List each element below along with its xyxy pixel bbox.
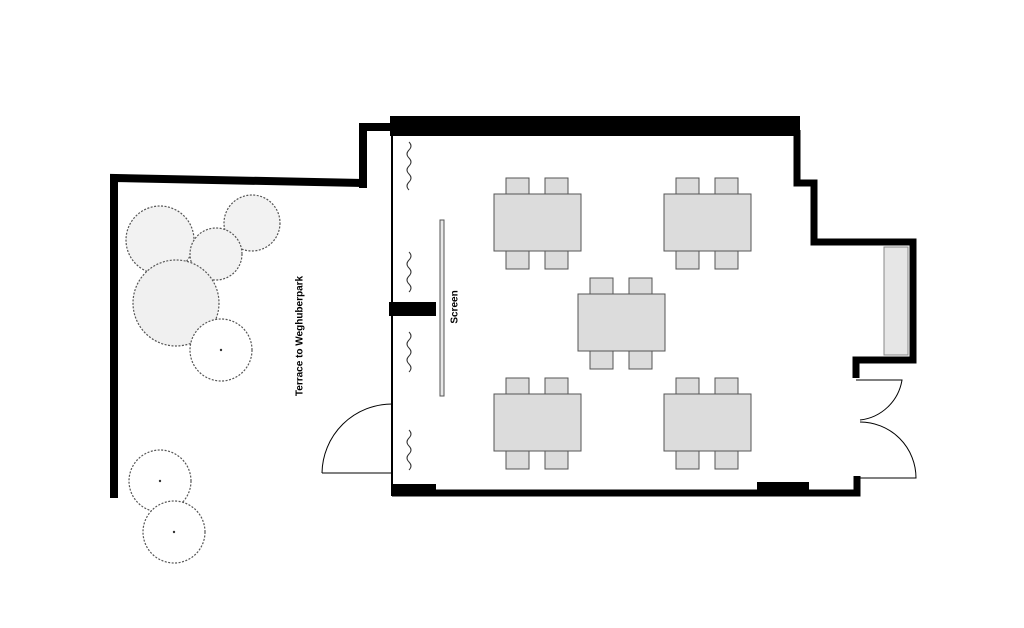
tree-icon bbox=[132, 259, 220, 347]
room-walls bbox=[359, 116, 917, 497]
screen-label: Screen bbox=[450, 290, 461, 323]
terrace-boundary bbox=[110, 173, 364, 498]
table-group bbox=[577, 277, 666, 370]
table-group bbox=[493, 377, 582, 470]
window-panel bbox=[883, 246, 909, 356]
entrance-double-door bbox=[856, 379, 917, 479]
trees bbox=[125, 194, 281, 564]
projection-screen bbox=[439, 219, 445, 397]
tree-icon bbox=[189, 227, 243, 281]
table-group bbox=[493, 177, 582, 270]
terrace-door bbox=[321, 403, 393, 474]
terrace-label: Terrace to Weghuberpark bbox=[295, 275, 306, 396]
curtains bbox=[406, 141, 412, 471]
tree-icon bbox=[223, 194, 281, 252]
table-group bbox=[663, 377, 752, 470]
tree-centers bbox=[158, 348, 223, 534]
table-group bbox=[663, 177, 752, 270]
